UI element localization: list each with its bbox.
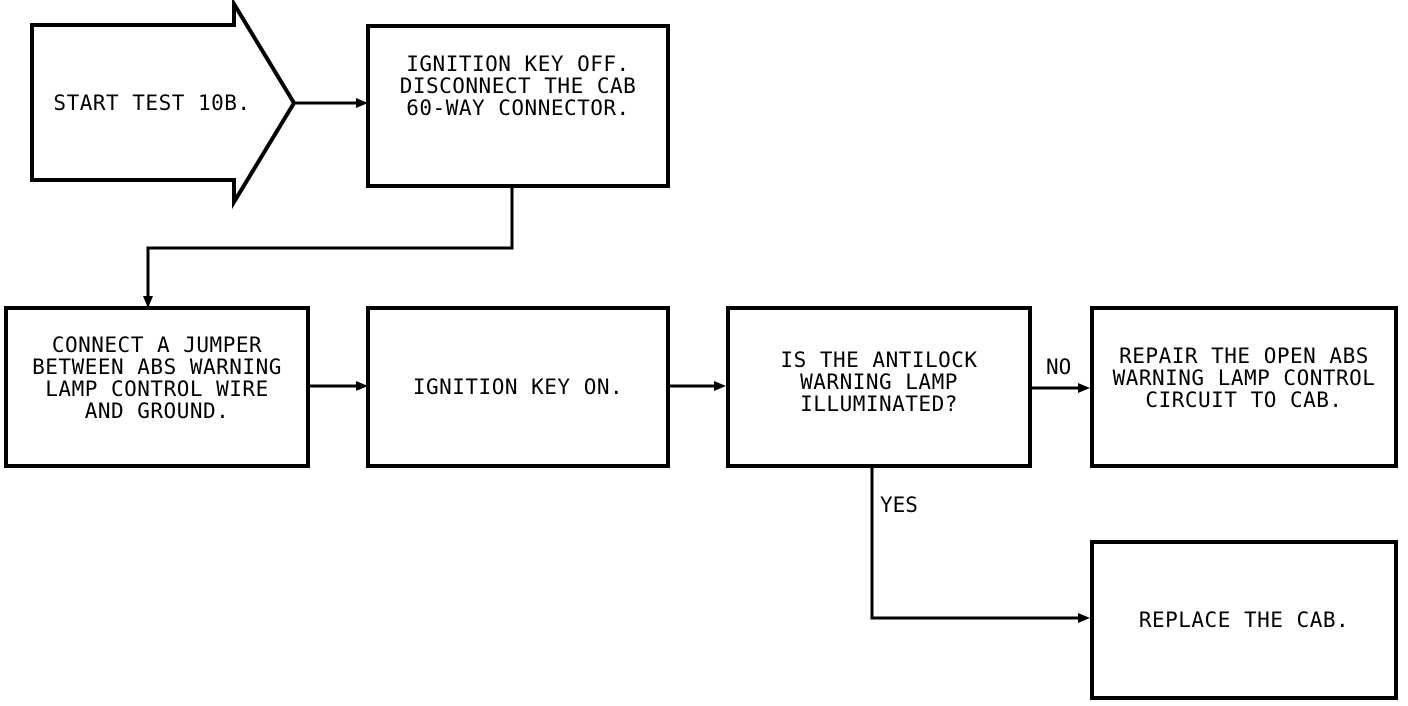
- arrowhead-step3: [356, 381, 368, 391]
- step-ignition-on-text: IGNITION KEY ON.: [412, 375, 624, 399]
- no-label: NO: [1046, 355, 1072, 379]
- start-label: START TEST 10B.: [53, 91, 251, 115]
- connector-decision-yes: [870, 466, 1082, 620]
- repair-result-text: REPAIR THE OPEN ABS WARNING LAMP CONTROL…: [1112, 344, 1376, 412]
- decision-box: IS THE ANTILOCK WARNING LAMP ILLUMINATED…: [726, 306, 1032, 468]
- repair-result-box: REPAIR THE OPEN ABS WARNING LAMP CONTROL…: [1090, 306, 1398, 468]
- connector-step1-to-step2: [146, 188, 514, 300]
- step-ignition-off-text: IGNITION KEY OFF. DISCONNECT THE CAB 60-…: [399, 52, 637, 120]
- replace-result-box: REPLACE THE CAB.: [1090, 540, 1398, 700]
- arrowhead-yes: [1078, 613, 1090, 623]
- decision-text: IS THE ANTILOCK WARNING LAMP ILLUMINATED…: [780, 348, 978, 416]
- step-connect-jumper-box: CONNECT A JUMPER BETWEEN ABS WARNING LAM…: [4, 306, 310, 468]
- arrowhead-decision: [714, 381, 726, 391]
- arrowhead-no: [1078, 383, 1090, 393]
- arrowhead-step1: [356, 98, 368, 108]
- step-ignition-on-box: IGNITION KEY ON.: [366, 306, 670, 468]
- replace-result-text: REPLACE THE CAB.: [1138, 608, 1350, 632]
- start-arrow-shape: [30, 0, 297, 210]
- arrowhead-step2: [143, 296, 153, 308]
- yes-label: YES: [880, 493, 918, 517]
- step-ignition-off-box: IGNITION KEY OFF. DISCONNECT THE CAB 60-…: [366, 24, 670, 188]
- step-connect-jumper-text: CONNECT A JUMPER BETWEEN ABS WARNING LAM…: [32, 333, 282, 423]
